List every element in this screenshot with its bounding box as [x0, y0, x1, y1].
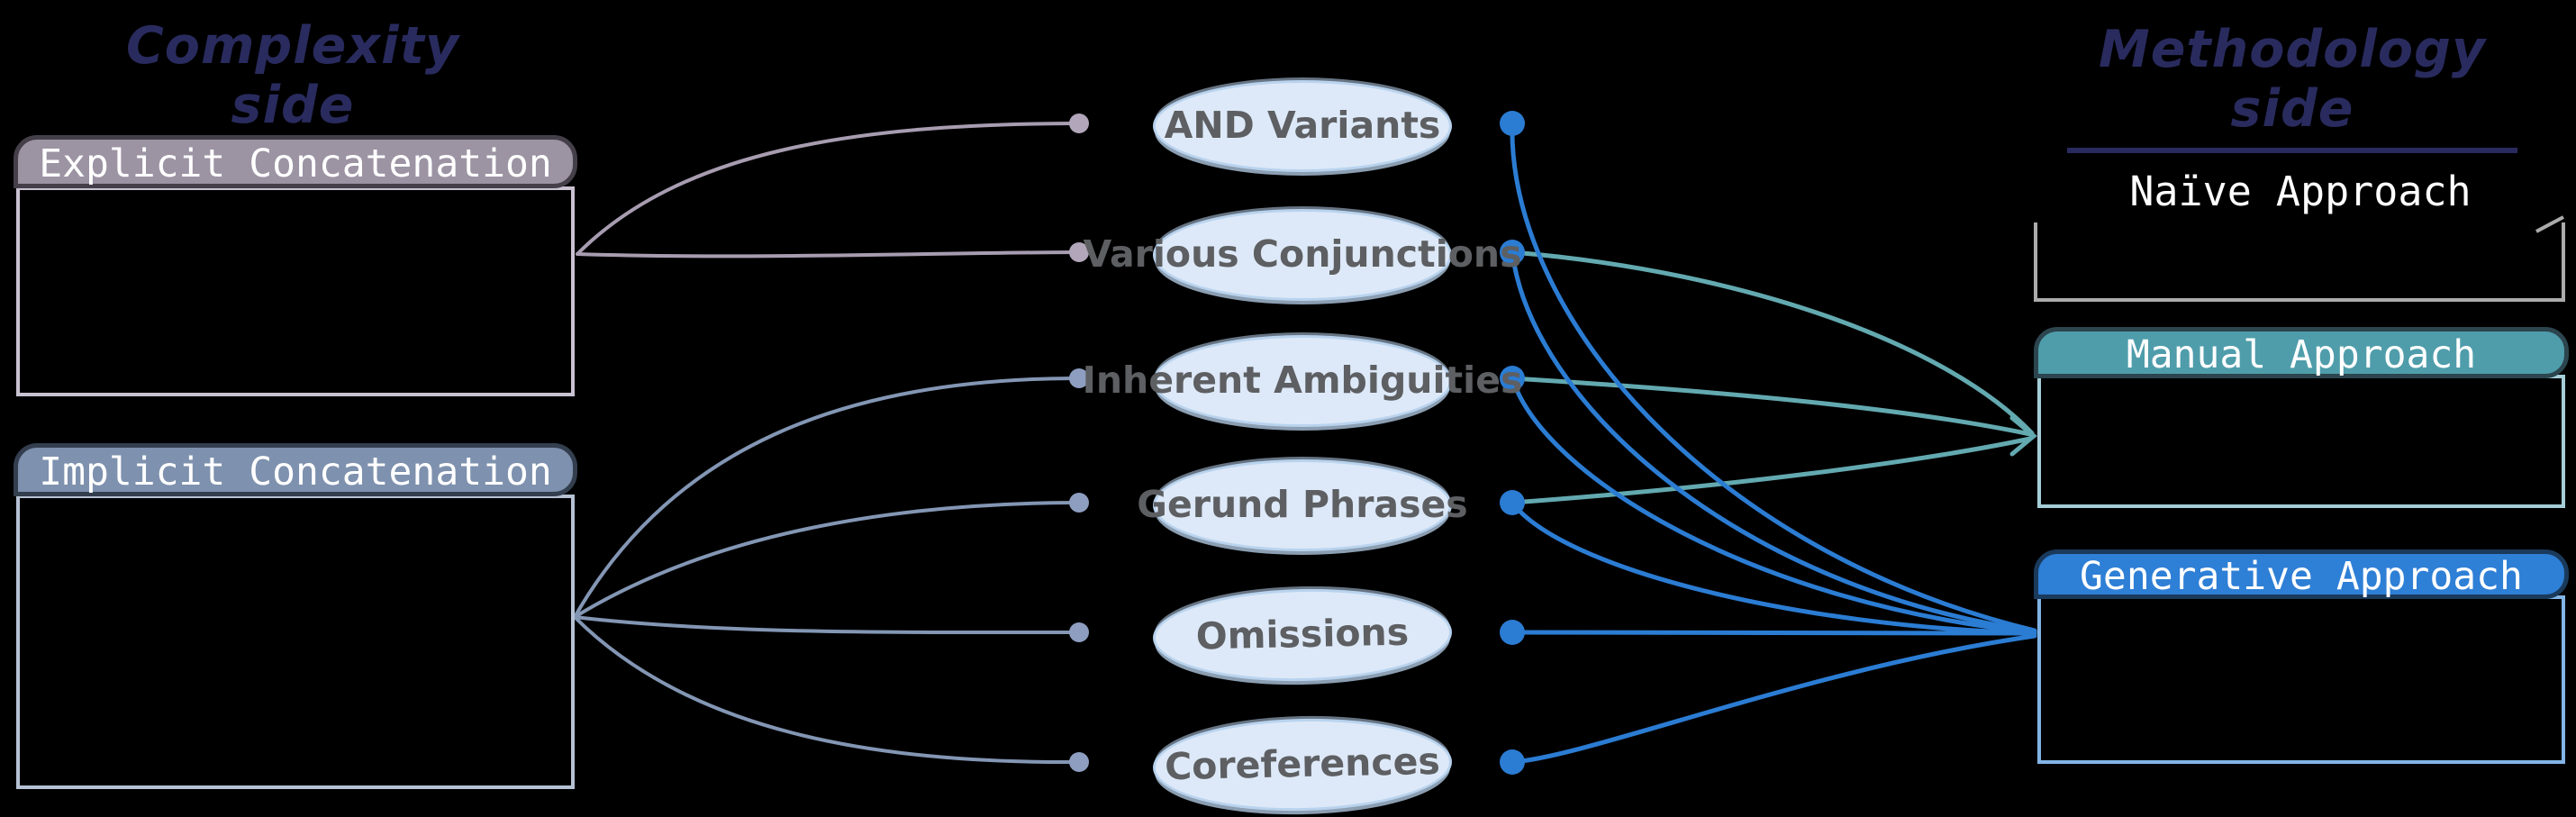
- explicit-concatenation-box: Explicit Concatenation: [14, 135, 577, 396]
- oval-inherent-ambiguities: Inherent Ambiguities: [1083, 335, 1522, 427]
- implicit-concatenation-box: Implicit Concatenation: [14, 443, 577, 789]
- oval-label: Inherent Ambiguities: [1082, 359, 1523, 403]
- naive-approach-body: [2034, 215, 2565, 302]
- manual-approach-header: Manual Approach: [2034, 327, 2569, 378]
- generative-approach-box: Generative Approach: [2034, 549, 2569, 764]
- manual-approach-body: [2037, 375, 2565, 508]
- implicit-concatenation-header: Implicit Concatenation: [14, 443, 577, 496]
- oval-label: Various Conjunctions: [1083, 232, 1522, 277]
- explicit-concatenation-body: [16, 186, 575, 396]
- oval-label: AND Variants: [1164, 104, 1441, 148]
- oval-and-variants: AND Variants: [1153, 80, 1452, 172]
- methodology-side-title: Methodology side: [2067, 20, 2517, 153]
- oval-label: Coreferences: [1164, 739, 1441, 789]
- naive-approach-header: Naïve Approach: [2129, 168, 2472, 215]
- generative-approach-header: Generative Approach: [2034, 549, 2569, 599]
- manual-approach-box: Manual Approach: [2034, 327, 2569, 508]
- explicit-concatenation-header: Explicit Concatenation: [14, 135, 577, 188]
- naive-approach-box: Naïve Approach: [2034, 164, 2567, 302]
- implicit-concatenation-body: [16, 495, 575, 789]
- generative-approach-body: [2037, 595, 2565, 764]
- oval-gerund-phrases: Gerund Phrases: [1137, 459, 1468, 551]
- oval-various-conjunctions: Various Conjunctions: [1083, 209, 1522, 301]
- complexity-side-title: Complexity side: [90, 16, 495, 150]
- oval-label: Gerund Phrases: [1137, 483, 1468, 527]
- oval-label: Omissions: [1195, 610, 1410, 658]
